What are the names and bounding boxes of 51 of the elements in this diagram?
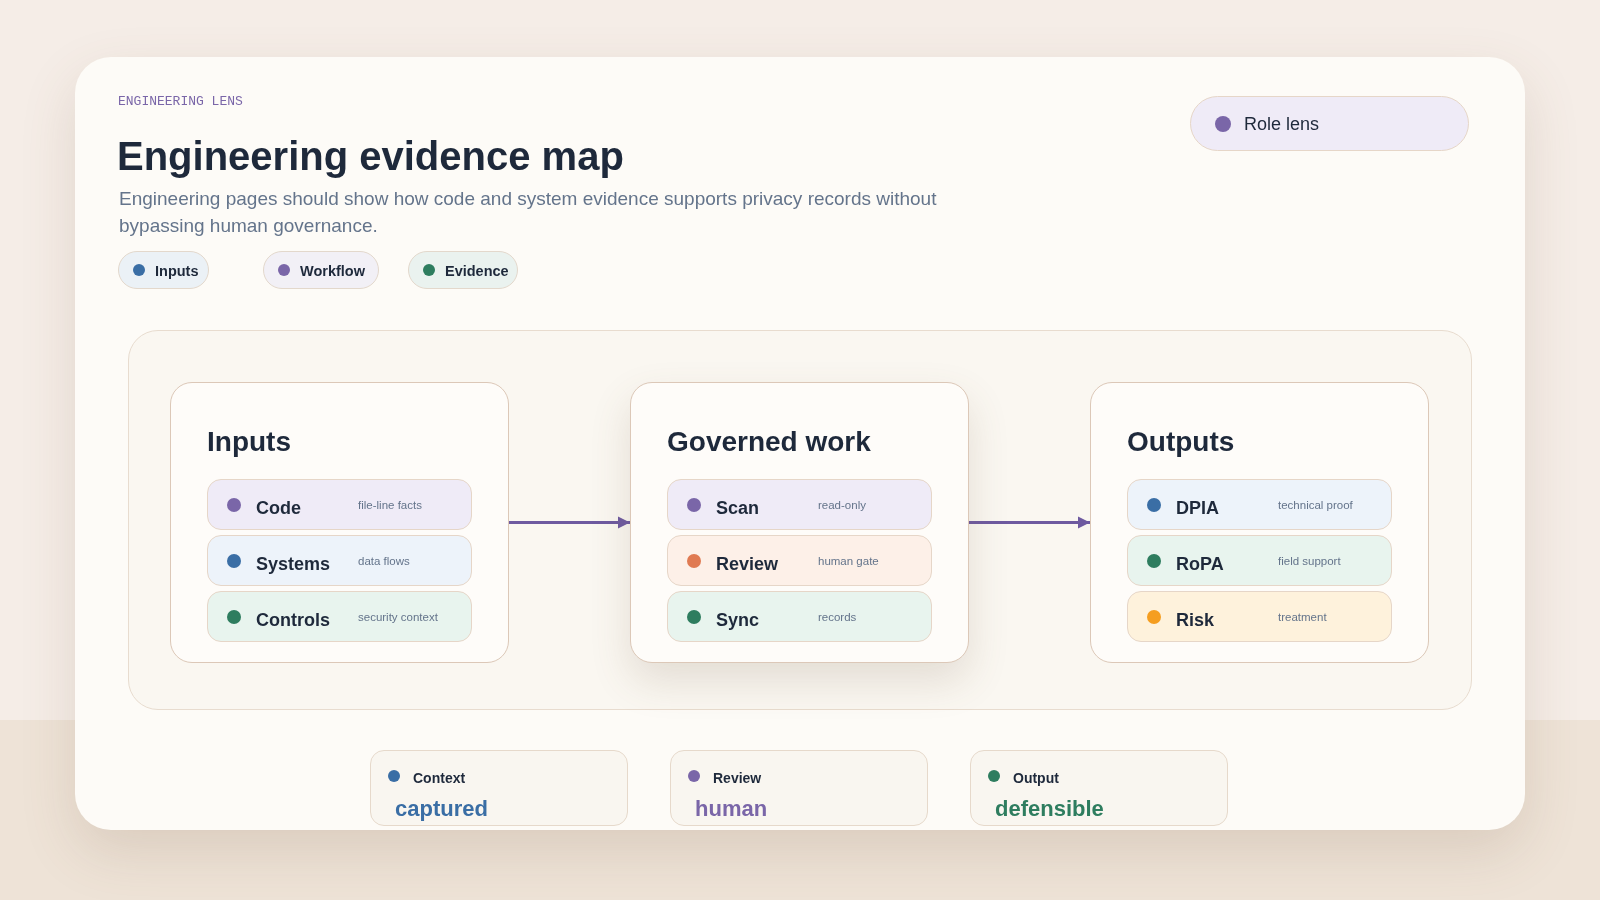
arrow [509,516,630,529]
item-name: Controls [256,609,330,631]
item-name: Sync [716,609,760,631]
stat-value: human [695,796,768,822]
legend-label: Workflow [300,262,365,280]
stage-heading: Governed work [667,425,871,459]
stage-heading: Inputs [207,425,291,459]
item-card [1127,591,1392,642]
item-name: Review [716,553,779,575]
item-card [667,535,932,586]
stage-heading: Outputs [1127,425,1235,459]
stage-card [170,382,509,663]
item-card [667,479,932,530]
stat-card [970,750,1228,826]
stat-value: defensible [995,796,1104,822]
item-note: security context [358,610,438,624]
stage-card [630,382,969,663]
item-name: RoPA [1176,553,1224,575]
item-card [667,591,932,642]
item-note: read-only [818,498,866,512]
item-note: human gate [818,554,879,568]
stat-label: Review [713,769,762,787]
legend-label: Inputs [155,262,199,280]
item-note: data flows [358,554,410,568]
item-card [1127,479,1392,530]
pill-label: Role lens [1244,113,1320,135]
item-note: field support [1278,554,1341,568]
item-note: technical proof [1278,498,1353,512]
arrow [969,516,1090,529]
stat-label: Context [413,769,466,787]
eyebrow-text: ENGINEERING LENS [118,94,243,110]
item-name: DPIA [1176,497,1219,519]
stage-card [1090,382,1429,663]
stat-card [370,750,628,826]
stat-label: Output [1013,769,1059,787]
legend-label: Evidence [445,262,509,280]
item-name: Code [256,497,301,519]
item-card [1127,535,1392,586]
item-note: treatment [1278,610,1327,624]
page-title: Engineering evidence map [117,133,624,180]
item-card [207,535,472,586]
item-name: Systems [256,553,331,575]
item-note: records [818,610,857,624]
item-card [207,591,472,642]
page-subtitle: Engineering pages should show how code and system evidence supports privacy records without bypassing human governance. [119,187,938,238]
item-card [207,479,472,530]
stat-card [670,750,928,826]
stat-value: captured [395,796,488,822]
item-note: file-line facts [358,498,422,512]
item-name: Scan [716,497,760,519]
item-name: Risk [1176,609,1215,631]
